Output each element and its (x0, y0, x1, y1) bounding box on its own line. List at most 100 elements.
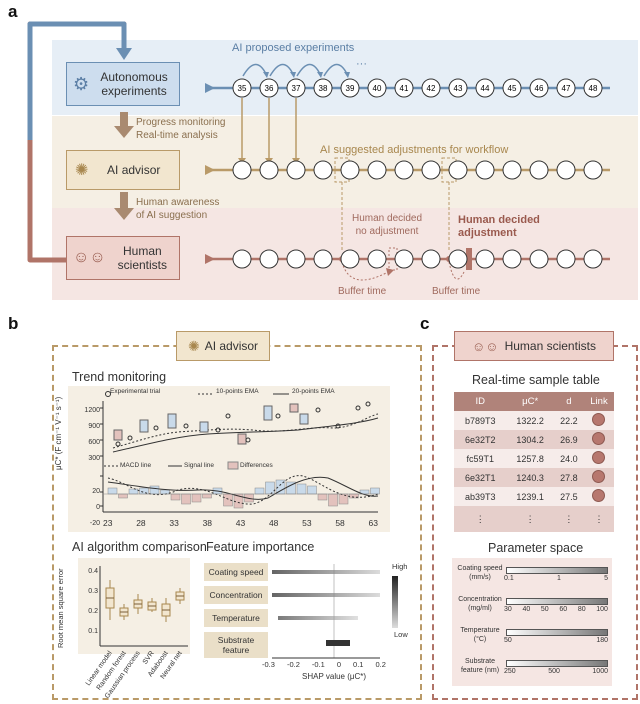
param-label-line2: (mm/s) (469, 574, 491, 581)
brain-icon: ✺ (187, 337, 200, 354)
param-slider[interactable] (506, 598, 608, 605)
feedback-loop-arrow (27, 21, 127, 263)
param-label-line2: (°C) (473, 636, 487, 643)
legend-ema20: 20-points EMA (292, 388, 335, 395)
link-cell[interactable] (583, 430, 614, 449)
algo-yticks: 0.4 0.3 0.2 0.1 (82, 562, 98, 642)
macd-bar (118, 493, 128, 499)
link-cell[interactable] (583, 468, 614, 487)
scientists-icon: ☺☺ (73, 249, 106, 266)
param-tick: 1 (556, 575, 561, 582)
link-cell[interactable] (583, 487, 614, 506)
experiment-circle (475, 160, 495, 180)
shap-low: Low (394, 630, 408, 639)
col-link: Link (583, 392, 614, 411)
param-tick: 180 (596, 637, 608, 644)
trend-chart (100, 391, 380, 513)
shap-xtick: 0.1 (353, 660, 364, 669)
experiment-circle (232, 160, 252, 180)
human-label: Human scientists (117, 244, 168, 272)
xtick: 63 (368, 518, 378, 528)
shap-xlabel: SHAP value (μC*) (302, 672, 367, 681)
experiment-circle (367, 249, 387, 269)
macd-bar (181, 493, 191, 505)
macd-bar (338, 493, 349, 505)
macd-bar (149, 485, 160, 495)
experiment-circle (313, 78, 333, 98)
legend-diff: Differences (240, 462, 273, 469)
shap-xtick: -0.3 (262, 660, 275, 669)
brain-icon: ✺ (75, 162, 89, 179)
algo-ytick: 0.2 (88, 608, 98, 615)
table-cell: 27.5 (553, 487, 584, 506)
experiment-circle (529, 160, 549, 180)
col-id: ID (454, 392, 507, 411)
trend-ylabel: μC* (F cm⁻¹ V⁻¹ s⁻¹) (54, 396, 63, 470)
trend-yticks-lower: 20 0 -20 (80, 484, 100, 532)
experiment-circle (502, 160, 522, 180)
human-no-adjustment-label: Human decided no adjustment (352, 212, 422, 238)
col-d: d (553, 392, 584, 411)
param-tick: 5 (604, 575, 608, 582)
link-cell[interactable] (583, 411, 614, 430)
macd-bar (128, 488, 139, 495)
link-icon[interactable] (592, 470, 606, 483)
shap-xtick: 0.2 (375, 660, 386, 669)
awareness-text-line1: Human awareness (136, 197, 220, 208)
buffer-time-1: Buffer time (338, 286, 387, 297)
ai-suggested-label: AI suggested adjustments for workflow (320, 144, 509, 156)
experiment-number: 35 (238, 84, 247, 93)
param-title: Parameter space (488, 541, 584, 555)
link-cell[interactable] (583, 449, 614, 468)
human-scientists-header: ☺☺ Human scientists (454, 331, 614, 361)
experiment-circle (367, 160, 387, 180)
progress-text-line2: Real-time analysis (136, 130, 218, 141)
table-cell: 27.8 (553, 468, 584, 487)
experiment-number: 37 (292, 84, 301, 93)
autonomous-label: Autonomous experiments (100, 70, 168, 98)
ellipsis-cell: ⋮ (454, 506, 507, 532)
human-adjustment-label: Human decided adjustment (458, 214, 540, 240)
param-slider[interactable] (506, 629, 608, 636)
param-label-line1: Substrate (465, 658, 495, 665)
param-slider[interactable] (506, 660, 608, 667)
link-icon[interactable] (592, 413, 606, 426)
param-tick: 30 (504, 606, 512, 613)
experiment-circle (556, 78, 576, 98)
macd-bar (107, 487, 118, 495)
xtick: 38 (202, 518, 213, 528)
link-icon[interactable] (592, 451, 606, 464)
panel-label-b: b (8, 314, 19, 333)
experiment-circle (475, 249, 495, 269)
experiment-circle (421, 160, 441, 180)
feature-substrate-line1: Substrate (217, 635, 255, 645)
link-icon[interactable] (592, 432, 606, 445)
table-cell: 26.9 (553, 430, 584, 449)
progress-arrow (114, 126, 134, 138)
experiment-circle (232, 249, 252, 269)
macd-bar (296, 483, 307, 495)
trend-yticks: 1200 900 600 300 (80, 403, 100, 467)
awareness-text-line2: of AI suggestion (136, 210, 208, 221)
link-icon[interactable] (592, 489, 606, 502)
ellipsis-cell: ⋮ (583, 506, 614, 532)
experiment-circle (448, 78, 468, 98)
table-cell: 6e32T2 (454, 430, 507, 449)
table-cell: 1257.8 (506, 449, 554, 468)
param-tick: 1000 (592, 668, 608, 675)
experiment-circle (286, 160, 306, 180)
param-slider[interactable] (506, 567, 608, 574)
param-tick: 80 (577, 606, 586, 613)
table-cell: 1240.3 (506, 468, 554, 487)
human-scientists-box: ☺☺ Human scientists (66, 236, 180, 280)
experiment-circle (313, 160, 333, 180)
xtick: 58 (335, 518, 345, 528)
